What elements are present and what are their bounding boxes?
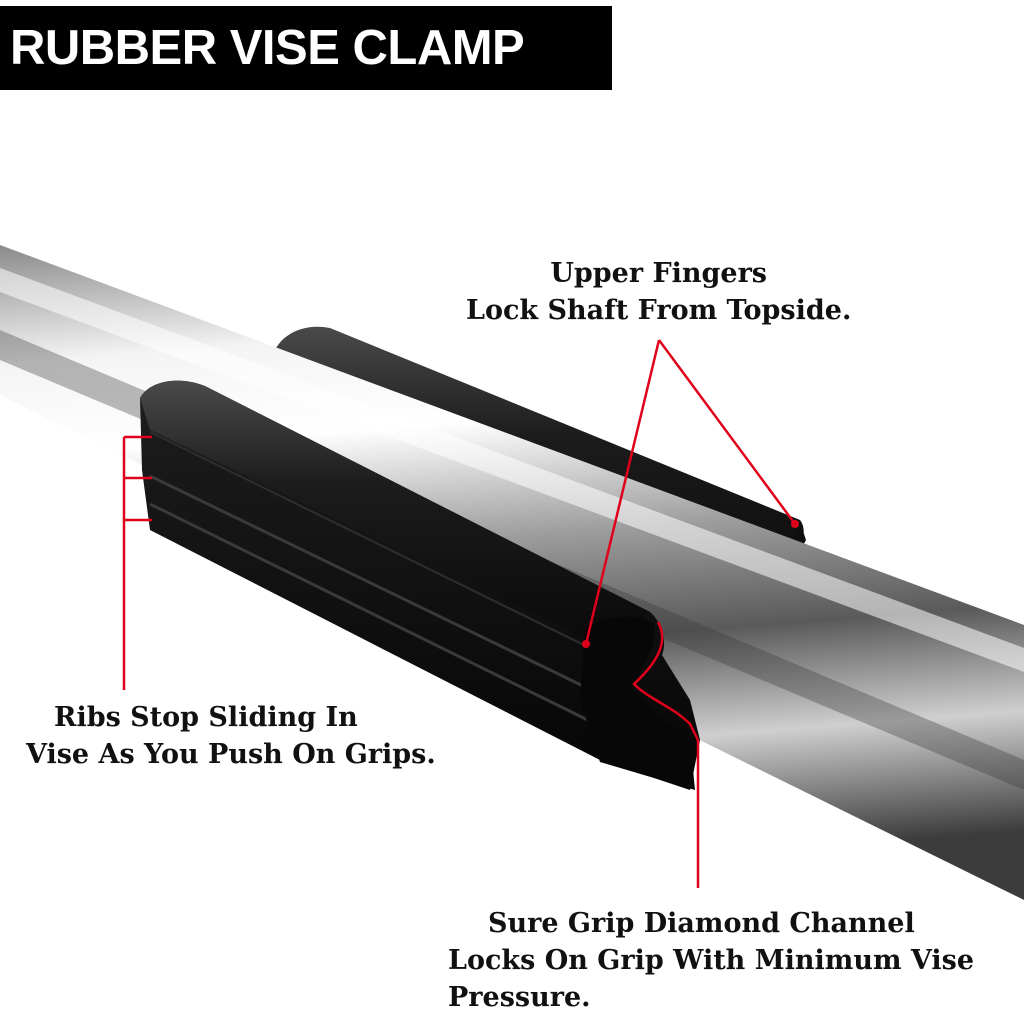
rib-line-2	[149, 502, 609, 732]
title-banner: RUBBER VISE CLAMP	[0, 6, 612, 90]
callout-upper-line-2: Lock Shaft From Topside.	[466, 295, 852, 326]
callout-ribs: Ribs Stop Sliding In Vise As You Push On…	[26, 699, 436, 773]
page-title: RUBBER VISE CLAMP	[10, 21, 525, 75]
callout-ribs-line-2: Vise As You Push On Grips.	[26, 739, 436, 770]
callout-channel-line-2: Locks On Grip With Minimum Vise	[448, 945, 975, 976]
pointer-upper-to-front	[584, 339, 661, 645]
callout-upper-fingers: Upper Fingers Lock Shaft From Topside.	[466, 255, 851, 329]
pointer-lines	[122, 339, 797, 888]
callout-channel-line-3: Pressure.	[448, 982, 591, 1013]
callout-upper-line-1: Upper Fingers	[550, 258, 767, 289]
diamond-channel-end	[580, 616, 695, 790]
callout-channel-line-1: Sure Grip Diamond Channel	[488, 908, 915, 939]
pointer-upper-to-back	[657, 339, 797, 525]
rib-line-3	[149, 431, 591, 649]
callout-diamond-channel: Sure Grip Diamond Channel Locks On Grip …	[448, 905, 974, 1016]
pointer-dot-upper-front	[582, 640, 590, 648]
rib-line-1	[149, 474, 613, 702]
pointer-dot-upper-back	[791, 520, 799, 528]
callout-ribs-line-1: Ribs Stop Sliding In	[54, 702, 358, 733]
lower-rubber-jaw-top	[140, 380, 650, 640]
channel-outline	[632, 621, 700, 741]
shaft-highlight	[0, 268, 1024, 672]
